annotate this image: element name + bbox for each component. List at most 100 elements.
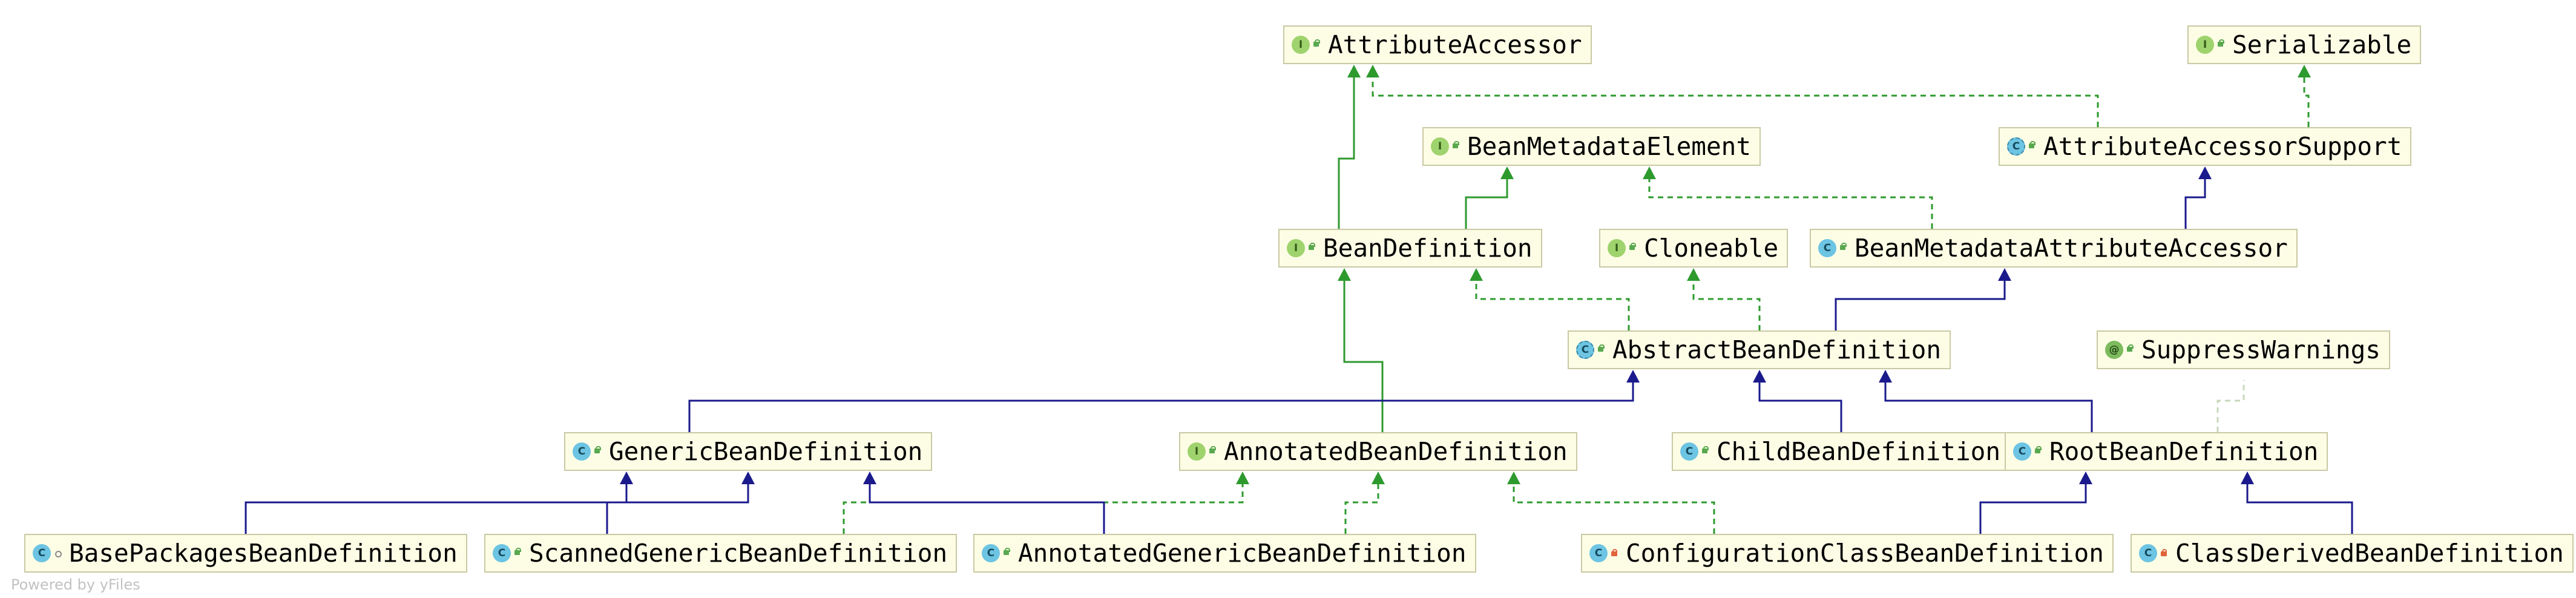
public-visibility-icon	[1839, 243, 1847, 252]
public-visibility-icon	[2126, 344, 2134, 354]
edge-implements	[1513, 482, 1715, 534]
node-label: BasePackagesBeanDefinition	[69, 539, 458, 568]
public-visibility-icon	[2216, 39, 2225, 49]
interface-icon: I	[1188, 442, 1206, 461]
annotation-icon: @	[2105, 341, 2123, 359]
interface-icon: I	[1292, 36, 1310, 54]
node-label: ScannedGenericBeanDefinition	[529, 539, 948, 568]
arrowhead	[1753, 370, 1766, 383]
public-visibility-icon	[2028, 141, 2036, 151]
class-icon: C	[2139, 544, 2157, 562]
package-visibility-icon	[53, 549, 62, 557]
public-visibility-icon	[1451, 141, 1460, 151]
public-visibility-icon	[513, 548, 522, 557]
node-annotated-bean-definition[interactable]: I AnnotatedBeanDefinition	[1179, 432, 1577, 471]
arrowhead	[2241, 472, 2254, 484]
arrowhead	[1372, 472, 1385, 484]
node-label: SuppressWarnings	[2141, 335, 2380, 364]
arrowhead	[1470, 268, 1483, 281]
arrowhead	[1879, 370, 1892, 383]
node-attribute-accessor[interactable]: I AttributeAccessor	[1283, 25, 1592, 64]
public-visibility-icon	[1628, 243, 1637, 252]
edge-extends	[1979, 482, 2087, 534]
class-icon: C	[1589, 544, 1608, 562]
edge-implements	[2303, 75, 2310, 127]
abstract-class-icon: C	[1576, 341, 1594, 359]
arrowhead	[1687, 268, 1700, 281]
arrowhead	[1347, 65, 1361, 77]
node-bean-metadata-element[interactable]: I BeanMetadataElement	[1422, 127, 1761, 166]
arrowhead	[741, 472, 755, 484]
edge-extends	[2246, 482, 2353, 534]
public-visibility-icon	[2034, 446, 2042, 456]
arrowhead	[1338, 268, 1351, 281]
node-label: AnnotatedGenericBeanDefinition	[1018, 539, 1467, 568]
public-visibility-icon	[1701, 446, 1709, 456]
powered-by-footer: Powered by yFiles	[11, 576, 140, 593]
private-visibility-icon	[2160, 549, 2168, 557]
node-suppress-warnings[interactable]: @ SuppressWarnings	[2097, 330, 2390, 369]
edge-interface-extends	[1338, 75, 1355, 229]
node-attribute-accessor-support[interactable]: C AttributeAccessorSupport	[1999, 127, 2412, 166]
interface-icon: I	[1431, 137, 1449, 156]
node-cloneable[interactable]: I Cloneable	[1599, 229, 1789, 268]
public-visibility-icon	[593, 446, 602, 456]
node-child-bean-definition[interactable]: C ChildBeanDefinition	[1672, 432, 2010, 471]
node-label: Cloneable	[1644, 234, 1779, 263]
node-abstract-bean-definition[interactable]: C AbstractBeanDefinition	[1568, 330, 1951, 369]
class-icon: C	[493, 544, 511, 562]
interface-icon: I	[1608, 239, 1626, 257]
interface-icon: I	[2196, 36, 2214, 54]
node-bean-metadata-attribute-accessor[interactable]: C BeanMetadataAttributeAccessor	[1810, 229, 2298, 268]
arrowhead	[1366, 65, 1379, 77]
node-label: BeanMetadataAttributeAccessor	[1855, 234, 2288, 263]
edge-implements	[843, 482, 1244, 534]
node-label: GenericBeanDefinition	[609, 437, 923, 466]
node-serializable[interactable]: I Serializable	[2187, 25, 2422, 64]
arrowhead	[1236, 472, 1249, 484]
arrowhead	[2079, 472, 2092, 484]
edge-interface-extends	[1465, 177, 1508, 229]
edge-extends	[688, 380, 1634, 432]
arrowhead	[863, 472, 876, 484]
edge-extends	[606, 482, 749, 534]
node-annotated-generic-bean-definition[interactable]: C AnnotatedGenericBeanDefinition	[973, 534, 1476, 573]
arrowhead	[2198, 166, 2212, 179]
edge-extends	[2184, 177, 2206, 229]
abstract-class-icon: C	[2007, 137, 2025, 156]
node-generic-bean-definition[interactable]: C GenericBeanDefinition	[564, 432, 933, 471]
edge-implements	[1648, 177, 1933, 229]
arrowhead	[1507, 472, 1520, 484]
node-label: BeanMetadataElement	[1467, 132, 1751, 161]
node-label: AttributeAccessorSupport	[2043, 132, 2402, 161]
private-visibility-icon	[1610, 549, 1618, 557]
node-label: AttributeAccessor	[1328, 30, 1582, 59]
node-bean-definition[interactable]: I BeanDefinition	[1278, 229, 1542, 268]
edge-extends	[869, 482, 1105, 534]
class-icon: C	[982, 544, 1000, 562]
node-class-derived-bean-definition[interactable]: C ClassDerivedBeanDefinition	[2131, 534, 2574, 573]
node-root-bean-definition[interactable]: C RootBeanDefinition	[2005, 432, 2328, 471]
edge-extends	[1884, 380, 2093, 432]
edge-implements	[1475, 278, 1630, 330]
node-scanned-generic-bean-definition[interactable]: C ScannedGenericBeanDefinition	[484, 534, 958, 573]
arrowhead	[1998, 268, 2011, 281]
edge-extends	[1835, 278, 2006, 330]
edge-implements	[1344, 482, 1379, 534]
node-configuration-class-bean-definition[interactable]: C ConfigurationClassBeanDefinition	[1581, 534, 2114, 573]
node-label: AnnotatedBeanDefinition	[1224, 437, 1568, 466]
node-base-packages-bean-definition[interactable]: C BasePackagesBeanDefinition	[24, 534, 467, 573]
node-label: BeanDefinition	[1323, 234, 1533, 263]
arrowhead	[1500, 166, 1514, 179]
edge-extends	[1758, 380, 1842, 432]
node-label: ConfigurationClassBeanDefinition	[1626, 539, 2104, 568]
public-visibility-icon	[1597, 344, 1605, 354]
class-icon: C	[2013, 442, 2031, 461]
edge-annotated-with	[2216, 380, 2245, 432]
arrowhead	[2298, 65, 2311, 77]
node-label: AbstractBeanDefinition	[1612, 335, 1942, 364]
edge-interface-extends	[1343, 278, 1384, 432]
arrowhead	[1643, 166, 1656, 179]
